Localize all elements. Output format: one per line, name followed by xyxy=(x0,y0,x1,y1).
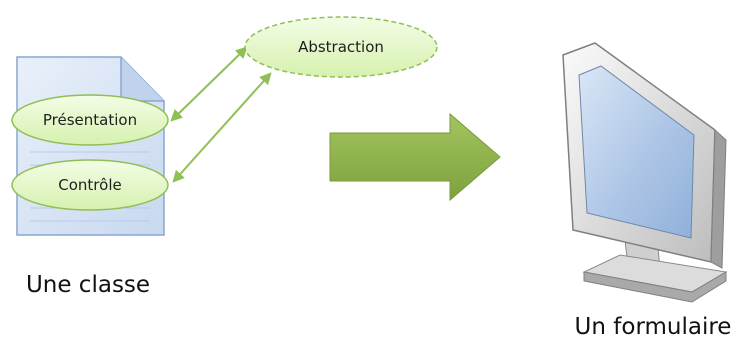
node-presentation: Présentation xyxy=(11,94,169,146)
caption-un-formulaire: Un formulaire xyxy=(575,314,732,340)
node-abstraction: Abstraction xyxy=(244,16,438,78)
node-controle: Contrôle xyxy=(11,159,169,211)
caption-une-classe: Une classe xyxy=(26,272,150,298)
node-presentation-label: Présentation xyxy=(43,111,137,129)
node-controle-label: Contrôle xyxy=(58,176,121,194)
connector-abstraction-presentation xyxy=(170,46,248,122)
connector-abstraction-controle xyxy=(172,72,272,183)
monitor-icon xyxy=(562,42,728,303)
node-abstraction-label: Abstraction xyxy=(298,38,384,56)
transform-arrow xyxy=(329,112,501,202)
